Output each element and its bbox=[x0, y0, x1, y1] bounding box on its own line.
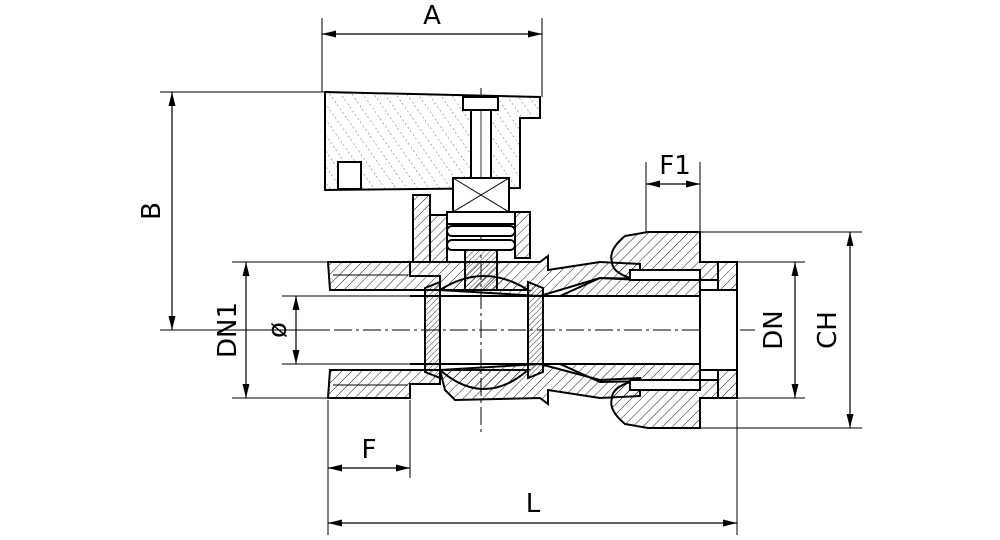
bonnet-left bbox=[429, 214, 448, 263]
oring-lower bbox=[446, 239, 516, 251]
lever-handle bbox=[324, 90, 541, 192]
gasket-top bbox=[629, 269, 701, 281]
label-f: F bbox=[362, 435, 377, 465]
seat-left bbox=[424, 280, 441, 380]
ball-upper-cap bbox=[436, 275, 532, 291]
dimension-lines bbox=[168, 30, 854, 527]
label-dn: DN bbox=[759, 310, 789, 349]
label-dn1: DN1 bbox=[213, 302, 243, 358]
gasket-bottom bbox=[629, 379, 701, 391]
stop-pin bbox=[412, 194, 431, 263]
bonnet-right bbox=[514, 211, 531, 259]
handle-nut-cap bbox=[462, 96, 499, 111]
label-a: A bbox=[423, 1, 441, 31]
union-nut bbox=[610, 231, 738, 429]
label-f1: F1 bbox=[659, 151, 691, 181]
nut-right-flange-top bbox=[717, 261, 738, 291]
valve-ball bbox=[410, 275, 700, 390]
label-phi: ø bbox=[263, 322, 293, 338]
body-left-bottom-wall bbox=[326, 369, 441, 399]
label-b: B bbox=[137, 202, 167, 220]
handle-stop-block bbox=[337, 161, 362, 190]
nut-right-flange-bottom bbox=[717, 369, 738, 399]
label-l: L bbox=[526, 489, 541, 519]
label-ch: CH bbox=[813, 311, 843, 349]
dimension-labels: A B DN1 ø F1 DN CH F L bbox=[137, 1, 843, 519]
stem-gland bbox=[446, 211, 516, 225]
tail-sleeve bbox=[699, 289, 738, 371]
ball-lower-cap bbox=[437, 369, 531, 390]
oring-upper bbox=[446, 225, 516, 237]
